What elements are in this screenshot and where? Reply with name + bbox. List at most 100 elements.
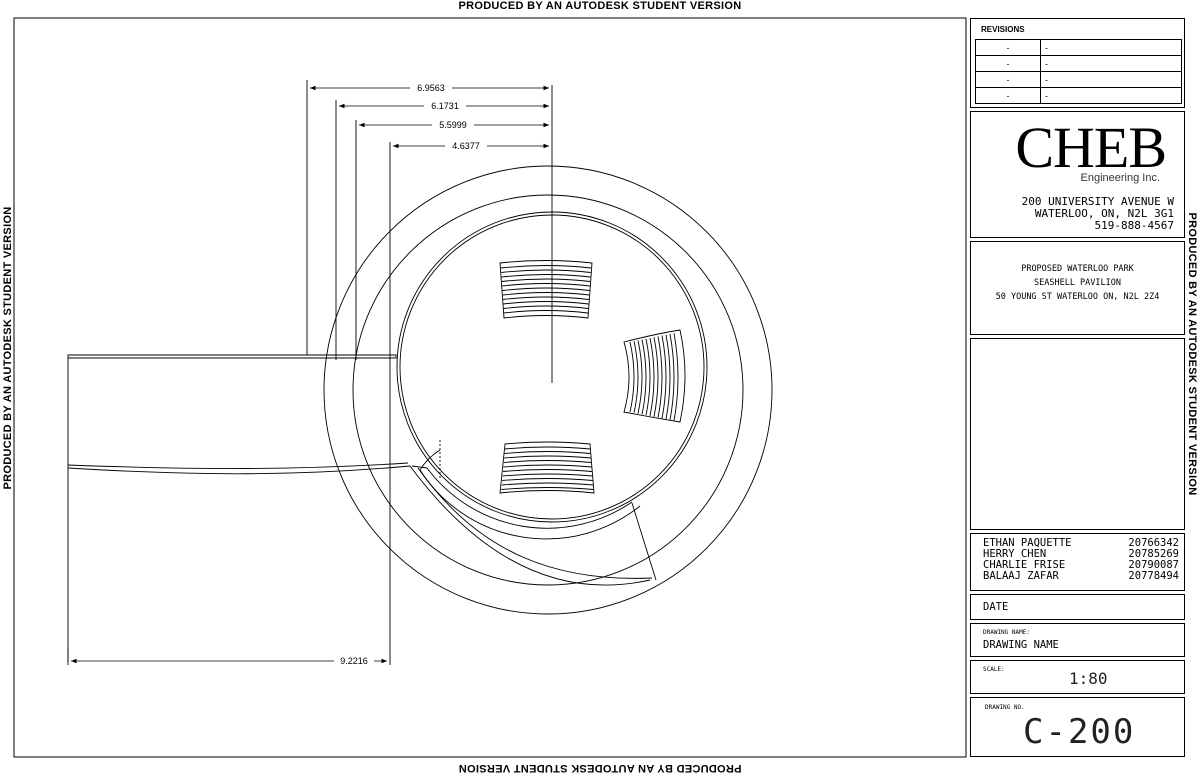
table-row: -- [975, 39, 1182, 56]
seat-row [502, 287, 590, 291]
member-id: 20785269 [1128, 548, 1179, 560]
company-subtitle: Engineering Inc. [1080, 172, 1161, 184]
sweep-lower [409, 465, 651, 586]
seat-row [500, 265, 592, 269]
team-member: ETHAN PAQUETTE 20766342 [983, 538, 1179, 549]
rev-desc-cell: - [1040, 87, 1182, 104]
rev-cell: - [975, 71, 1041, 88]
stage-edge-right [631, 502, 657, 581]
member-id: 20778494 [1128, 570, 1179, 582]
seat-row [503, 310, 589, 314]
seat-row [503, 460, 592, 463]
phone-number: 519-888-4567 [1094, 219, 1174, 232]
seat-row [502, 478, 593, 481]
seat-row [502, 283, 590, 287]
scale-box: SCALE: 1:80 [970, 660, 1185, 694]
path-curve-b [67, 465, 411, 475]
team-member: HERRY CHEN 20785269 [983, 549, 1179, 560]
project-line-2: SEASHELL PAVILION [1034, 278, 1121, 288]
seat-row [502, 469, 593, 472]
drawing-name-label: DRAWING NAME: [983, 629, 1030, 636]
watermark-top: PRODUCED BY AN AUTODESK STUDENT VERSION [458, 0, 742, 12]
seat-row [653, 337, 659, 417]
outer-ring [323, 165, 773, 615]
address-line-2: WATERLOO, ON, N2L 3G1 [1034, 207, 1174, 220]
sweep-arc [417, 467, 653, 579]
walkway-top [67, 354, 397, 359]
member-name: HERRY CHEN [983, 548, 1047, 560]
project-line-1: PROPOSED WATERLOO PARK [1021, 264, 1134, 274]
second-ring [352, 194, 744, 586]
seat-row [661, 335, 667, 419]
seat-row [501, 487, 594, 490]
seat-row [503, 464, 592, 468]
seating-bottom [499, 441, 595, 494]
seating-top [499, 260, 593, 319]
seat-row [501, 482, 594, 486]
stage-arc-inner [426, 467, 633, 529]
seat-row [641, 339, 647, 415]
drawing-number-box: DRAWING NO. C-200 [970, 697, 1185, 757]
revisions-table: -- -- -- -- [975, 39, 1182, 104]
stage-arc-outer [419, 469, 641, 540]
company-box: CHEB Engineering Inc. 200 UNIVERSITY AVE… [970, 111, 1185, 238]
project-box: PROPOSED WATERLOO PARK SEASHELL PAVILION… [970, 241, 1185, 335]
company-address: 200 UNIVERSITY AVENUE W WATERLOO, ON, N2… [1022, 196, 1174, 232]
table-row: -- [975, 87, 1182, 104]
rev-cell: - [975, 55, 1041, 72]
company-logo: CHEB [1015, 115, 1167, 180]
drawing-border [13, 17, 967, 758]
seat-row [657, 336, 663, 418]
seat-row [673, 333, 679, 421]
seat-row [501, 274, 591, 278]
rev-desc-cell: - [1040, 71, 1182, 88]
dim-text-d2: 6.1731 [431, 101, 459, 111]
seat-row [503, 305, 589, 309]
scale-value: 1:80 [1069, 669, 1108, 688]
address-line-1: 200 UNIVERSITY AVENUE W [1021, 195, 1174, 208]
dim-text-d4: 4.6377 [452, 141, 480, 151]
member-id: 20790087 [1128, 559, 1179, 571]
member-id: 20766342 [1128, 537, 1179, 549]
drawing-name-box: DRAWING NAME: DRAWING NAME [970, 623, 1185, 657]
member-name: BALAAJ ZAFAR [983, 570, 1059, 582]
blank-box [970, 338, 1185, 530]
rev-cell: - [975, 87, 1041, 104]
path-curve-a [67, 462, 409, 469]
seat-row [665, 334, 671, 420]
project-line-3: 50 YOUNG ST WATERLOO ON, N2L 2Z4 [995, 292, 1160, 302]
revisions-title: REVISIONS [981, 25, 1025, 34]
seat-row [637, 340, 643, 414]
table-row: -- [975, 71, 1182, 88]
drawing-name-value: DRAWING NAME [983, 639, 1059, 651]
seat-row [669, 333, 675, 421]
team-member: BALAAJ ZAFAR 20778494 [983, 571, 1179, 582]
dim-text-d1: 6.9563 [417, 83, 445, 93]
stage-edge-left [411, 465, 428, 469]
dim-text-d5: 9.2216 [340, 656, 368, 666]
dim-text-d3: 5.5999 [439, 120, 467, 130]
seat-row [504, 455, 591, 459]
seat-row [504, 446, 591, 450]
seating-right [623, 329, 686, 423]
seat-row [504, 451, 591, 454]
seat-row [645, 338, 651, 416]
team-box: ETHAN PAQUETTE 20766342 HERRY CHEN 2078526… [970, 533, 1185, 591]
seat-row [502, 292, 590, 296]
seat-row [629, 341, 635, 413]
rev-cell: - [975, 39, 1041, 56]
seat-row [501, 269, 591, 273]
rev-desc-cell: - [1040, 55, 1182, 72]
scale-label: SCALE: [983, 666, 1005, 673]
seat-row [649, 337, 655, 417]
member-name: ETHAN PAQUETTE [983, 537, 1072, 549]
drawing-number-value: C-200 [1023, 712, 1136, 752]
seat-row [501, 278, 591, 282]
revisions-box: REVISIONS -- -- -- -- [970, 18, 1185, 108]
inner-return [419, 449, 441, 471]
date-box: DATE [970, 594, 1185, 620]
seat-row [633, 341, 639, 413]
table-row: -- [975, 55, 1182, 72]
